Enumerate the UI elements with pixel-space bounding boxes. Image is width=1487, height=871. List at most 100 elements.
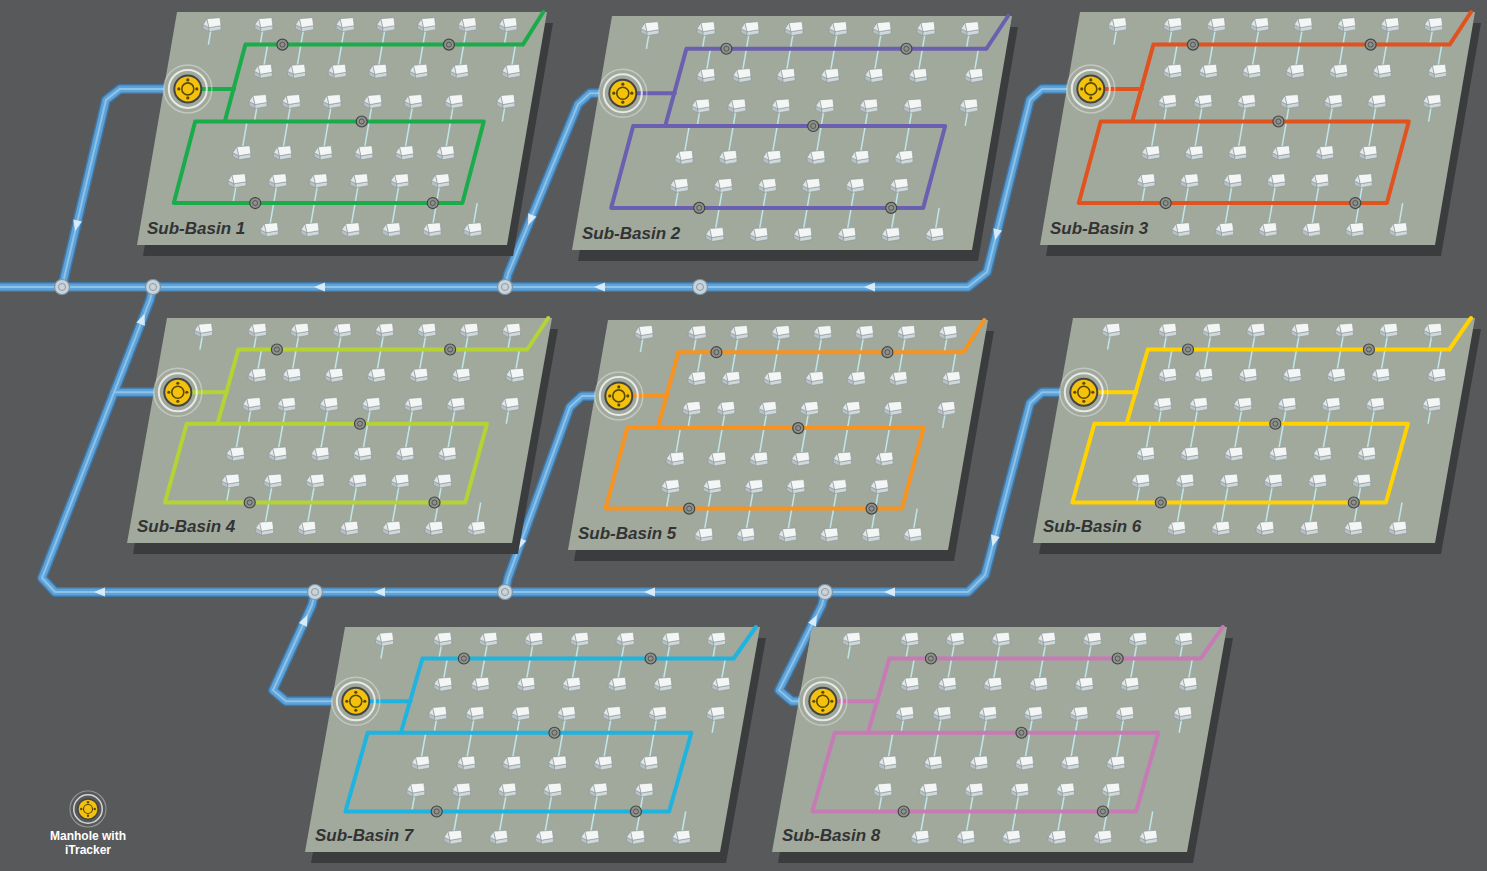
cover-ring [1078,386,1090,398]
house-icon [309,174,327,188]
manhole [1363,344,1374,355]
house-face [433,707,447,717]
house-face [679,150,693,160]
manhole-ring [869,506,874,511]
sewer-main [174,12,544,203]
house-icon [895,150,913,164]
house-face [1363,146,1377,156]
house-icon [506,368,524,382]
house-face [850,178,864,188]
house-icon [697,22,715,36]
house-face [874,480,888,490]
house-face [692,372,706,382]
house-face [346,223,360,233]
house-icon [889,372,907,386]
house-icon [418,18,436,32]
house-icon [1142,146,1160,160]
flow-arrow [524,213,537,227]
sub-basin-label: Sub-Basin 1 [147,219,245,239]
house-face [395,174,409,184]
house-face [913,69,927,79]
house-face [810,372,824,382]
house-face [1326,398,1340,408]
itracker-manhole [1067,65,1115,113]
house-icon [772,99,790,113]
house-icon [794,228,812,242]
house-icon [1203,323,1221,337]
manhole-ring [247,500,252,505]
house-face [1199,368,1213,378]
house-face [461,756,475,766]
house-icon [608,677,626,691]
sub-basin-label: Sub-Basin 5 [578,524,676,544]
house-icon [1251,18,1269,32]
house-icon [821,69,839,83]
house-face [494,830,508,840]
house-face [1162,323,1176,333]
cover-dot [176,400,179,403]
house-face [1207,323,1221,333]
house-face [1185,447,1199,457]
house-icon [291,323,309,337]
manhole-ring [889,205,894,210]
house-face [837,452,851,462]
house-icon [499,18,517,32]
house-icon [298,521,316,535]
panel-top [127,318,552,543]
itracker-manhole [332,677,380,725]
house-icon [882,228,900,242]
house-face [869,69,883,79]
house-icon [692,99,710,113]
house-icon [479,632,497,646]
house-face [268,474,282,484]
house-face [1216,521,1230,531]
panel-top [1040,12,1475,245]
manhole-rim [173,74,202,103]
house-face [408,95,422,105]
house-icon [675,150,693,164]
house-icon [706,228,724,242]
signal-ring [1065,373,1103,411]
house-face [888,401,902,411]
itracker-manhole [154,368,202,416]
house-face [464,323,478,333]
house-icon [1190,398,1208,412]
house-icon [965,69,983,83]
house-face [653,707,667,717]
house-face [1255,18,1269,28]
house-icon [498,783,516,797]
panel-top [1033,318,1475,543]
flow-arrow [988,535,999,548]
signal-ring [164,65,212,113]
house-icon [1172,223,1190,237]
junction-ring [697,284,704,291]
pipe-body [42,287,1084,592]
house-icon [772,326,790,340]
house-face [716,677,730,687]
house-icon [635,326,653,340]
signal-ring [159,373,197,411]
house-face [287,368,301,378]
house-face [763,401,777,411]
itracker-manhole [1060,368,1108,416]
manhole-rim [1069,378,1098,407]
house-icon [306,474,324,488]
manhole [1350,198,1361,209]
house-face [354,174,368,184]
house-face [442,447,456,457]
house-face [379,323,393,333]
house-icon [800,401,818,415]
sub-basin-panel: Sub-Basin 4 [127,318,558,555]
house-icon [1335,323,1353,337]
house-icon [714,178,732,192]
cover-dot [1091,391,1094,394]
house-icon [490,830,508,844]
house-icon [423,223,441,237]
house-icon [627,830,645,844]
house-icon [992,632,1010,646]
pipe-highlight [42,287,1084,592]
house-icon [342,223,360,237]
house-icon [544,783,562,797]
house-face [1220,223,1234,233]
house-icon [1234,398,1252,412]
